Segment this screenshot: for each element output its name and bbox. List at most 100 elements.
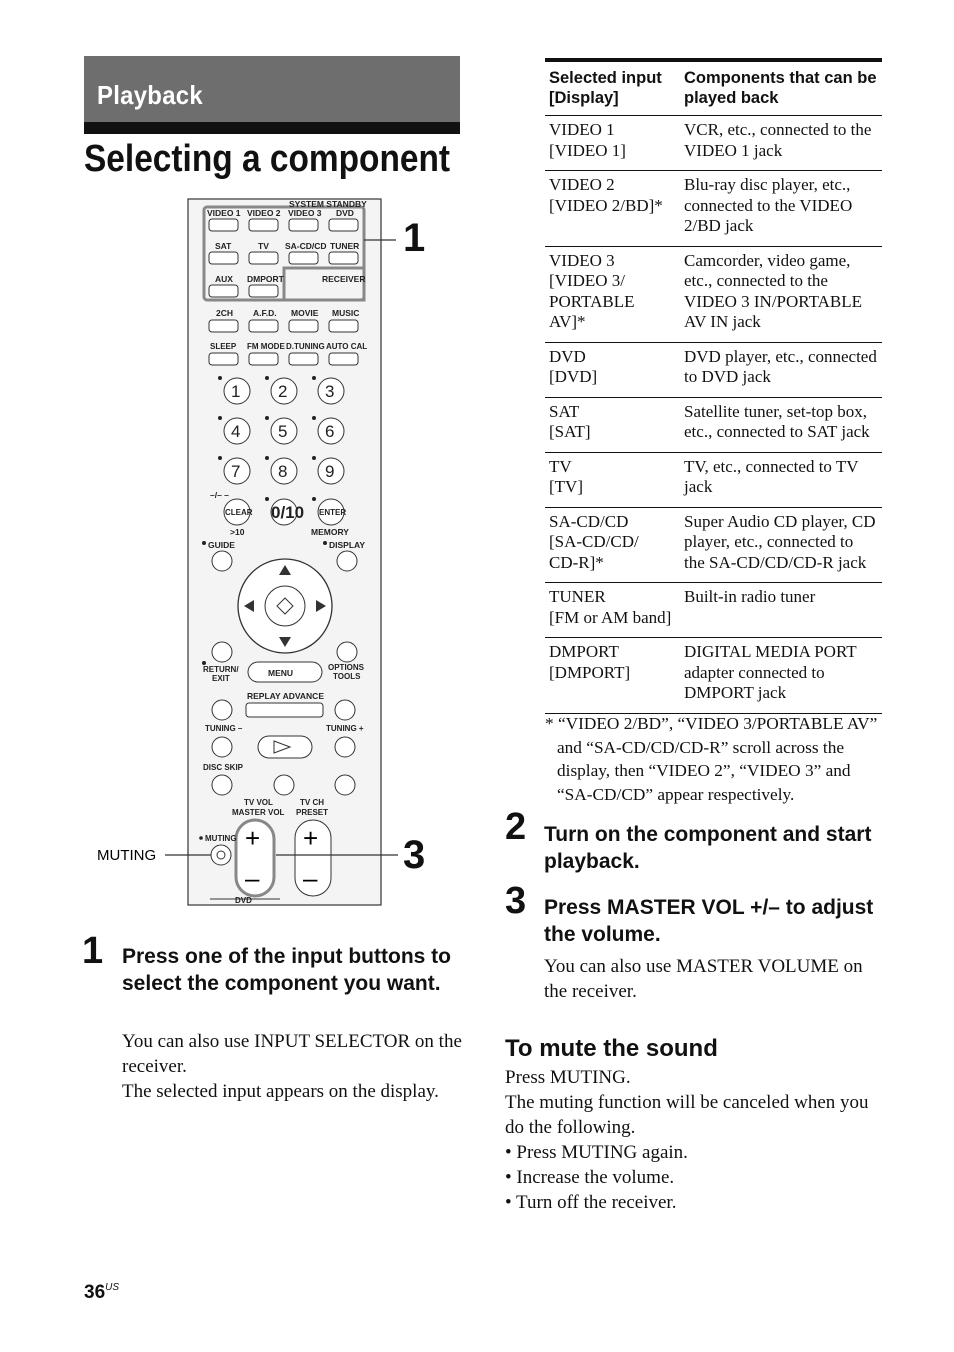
step-2-heading: Turn on the component and start playback… — [544, 823, 872, 873]
key-2: 2 — [278, 382, 287, 401]
label-tv-vol: TV VOL — [244, 798, 273, 807]
step-2-number: 2 — [505, 806, 527, 848]
input-table: Selected input [Display] Components that… — [545, 58, 882, 714]
table-footnote: * “VIDEO 2/BD”, “VIDEO 3/PORTABLE AV” an… — [545, 712, 885, 806]
aux-button — [208, 284, 239, 298]
cell-input: DVD[DVD] — [545, 342, 680, 398]
left-arrow-icon — [244, 600, 254, 612]
options-button — [336, 641, 358, 663]
muting-button — [210, 844, 232, 866]
video1-button — [208, 218, 239, 232]
step-1-body-line: You can also use INPUT SELECTOR on the r… — [122, 1031, 462, 1077]
label-enter: ENTER — [319, 508, 346, 517]
cell-components: VCR, etc., connected to the VIDEO 1 jack — [680, 115, 882, 171]
label-memory: MEMORY — [311, 527, 349, 537]
pause-button — [273, 774, 295, 796]
label-master-vol: MASTER VOL — [232, 808, 285, 817]
label-tools: TOOLS — [333, 672, 361, 681]
video3-button — [288, 218, 319, 232]
table-row: DMPORT[DMPORT] DIGITAL MEDIA PORT adapte… — [545, 637, 882, 714]
label-auto-cal: AUTO CAL — [326, 342, 367, 351]
receiver-highlight — [282, 266, 366, 302]
cell-input: SAT[SAT] — [545, 397, 680, 453]
label-muting-small: MUTING — [205, 834, 237, 843]
remote-control-illustration: SYSTEM STANDBY VIDEO 1 VIDEO 2 VIDEO 3 D… — [97, 198, 425, 906]
section-rule — [84, 122, 460, 134]
label-video2: VIDEO 2 — [247, 208, 281, 218]
label-dvd: DVD — [336, 208, 354, 218]
master-vol-rocker — [234, 818, 276, 898]
label-video1: VIDEO 1 — [207, 208, 241, 218]
tv-ch-rocker — [294, 819, 332, 897]
cell-components: Camcorder, video game, etc., connected t… — [680, 246, 882, 343]
sat-button — [208, 251, 239, 265]
d-tuning-button — [288, 352, 319, 366]
label-dash: –/– – — [210, 490, 229, 500]
numeric-keypad: 1 2 3 4 5 6 7 8 9 — [218, 376, 345, 485]
next-button — [334, 699, 356, 721]
footnote-text: * “VIDEO 2/BD”, “VIDEO 3/PORTABLE AV” an… — [545, 714, 878, 804]
label-return: RETURN/ — [203, 665, 239, 674]
ch-plus-label: + — [303, 823, 318, 853]
guide-button — [211, 550, 233, 572]
label-sat: SAT — [215, 241, 232, 251]
label-system-standby: SYSTEM STANDBY — [289, 199, 367, 209]
vol-plus-label: + — [245, 823, 260, 853]
table-row: TV[TV] TV, etc., connected to TV jack — [545, 452, 882, 508]
label-replay-advance: REPLAY ADVANCE — [247, 691, 324, 701]
label-sleep: SLEEP — [210, 342, 237, 351]
return-button — [211, 641, 233, 663]
enter-button — [317, 498, 345, 526]
label-options: OPTIONS — [328, 663, 365, 672]
step-3-heading: Press MASTER VOL +/– to adjust the volum… — [544, 896, 874, 946]
key-9: 9 — [325, 462, 334, 481]
disc-skip-button — [211, 774, 233, 796]
step-3-number: 3 — [505, 880, 527, 922]
sleep-button — [208, 352, 239, 366]
label-gt10: >10 — [230, 527, 245, 537]
page-number-value: 36 — [84, 1282, 106, 1303]
movie-button — [288, 319, 319, 333]
tuner-button — [328, 251, 359, 265]
label-afd: A.F.D. — [253, 308, 277, 318]
mute-line: The muting function will be canceled whe… — [505, 1092, 869, 1138]
cell-components: Blu-ray disc player, etc., connected to … — [680, 170, 882, 247]
menu-button — [247, 661, 323, 683]
right-arrow-icon — [316, 600, 326, 612]
cell-input: DMPORT[DMPORT] — [545, 637, 680, 714]
cell-input: VIDEO 2[VIDEO 2/BD]* — [545, 170, 680, 247]
fm-mode-button — [248, 352, 279, 366]
label-tv-ch: TV CH — [300, 798, 324, 807]
dmport-button — [248, 284, 279, 298]
page-number-suffix: US — [105, 1282, 120, 1293]
key-3: 3 — [325, 382, 334, 401]
table-row: VIDEO 1[VIDEO 1] VCR, etc., connected to… — [545, 115, 882, 171]
cell-components: Satellite tuner, set-top box, etc., conn… — [680, 397, 882, 453]
header-selected-input: Selected input [Display] — [545, 58, 680, 116]
label-2ch: 2CH — [216, 308, 233, 318]
table-row: TUNER[FM or AM band] Built-in radio tune… — [545, 582, 882, 638]
callout-1: 1 — [403, 216, 425, 260]
mute-line: Press MUTING. — [505, 1067, 631, 1088]
cell-input: SA-CD/CD[SA-CD/CD/CD-R]* — [545, 507, 680, 583]
label-0-10: 0/10 — [271, 503, 304, 522]
cell-components: DVD player, etc., connected to DVD jack — [680, 342, 882, 398]
play-button — [257, 735, 313, 759]
step-3-body: You can also use MASTER VOLUME on the re… — [544, 956, 863, 1002]
0-10-button — [270, 498, 298, 526]
label-dmport: DMPORT — [247, 274, 285, 284]
label-disc-skip: DISC SKIP — [203, 763, 244, 772]
mute-body: Press MUTING. The muting function will b… — [505, 1065, 885, 1215]
label-receiver: RECEIVER — [322, 274, 365, 284]
down-arrow-icon — [279, 637, 291, 647]
label-tuning-minus: TUNING – — [205, 724, 243, 733]
afd-button — [248, 319, 279, 333]
label-d-tuning: D.TUNING — [286, 342, 325, 351]
cell-components: Built-in radio tuner — [680, 582, 882, 638]
video2-button — [248, 218, 279, 232]
label-exit: EXIT — [212, 674, 230, 683]
mute-bullet: • Turn off the receiver. — [505, 1192, 677, 1213]
d-pad — [237, 558, 333, 654]
label-music: MUSIC — [332, 308, 359, 318]
